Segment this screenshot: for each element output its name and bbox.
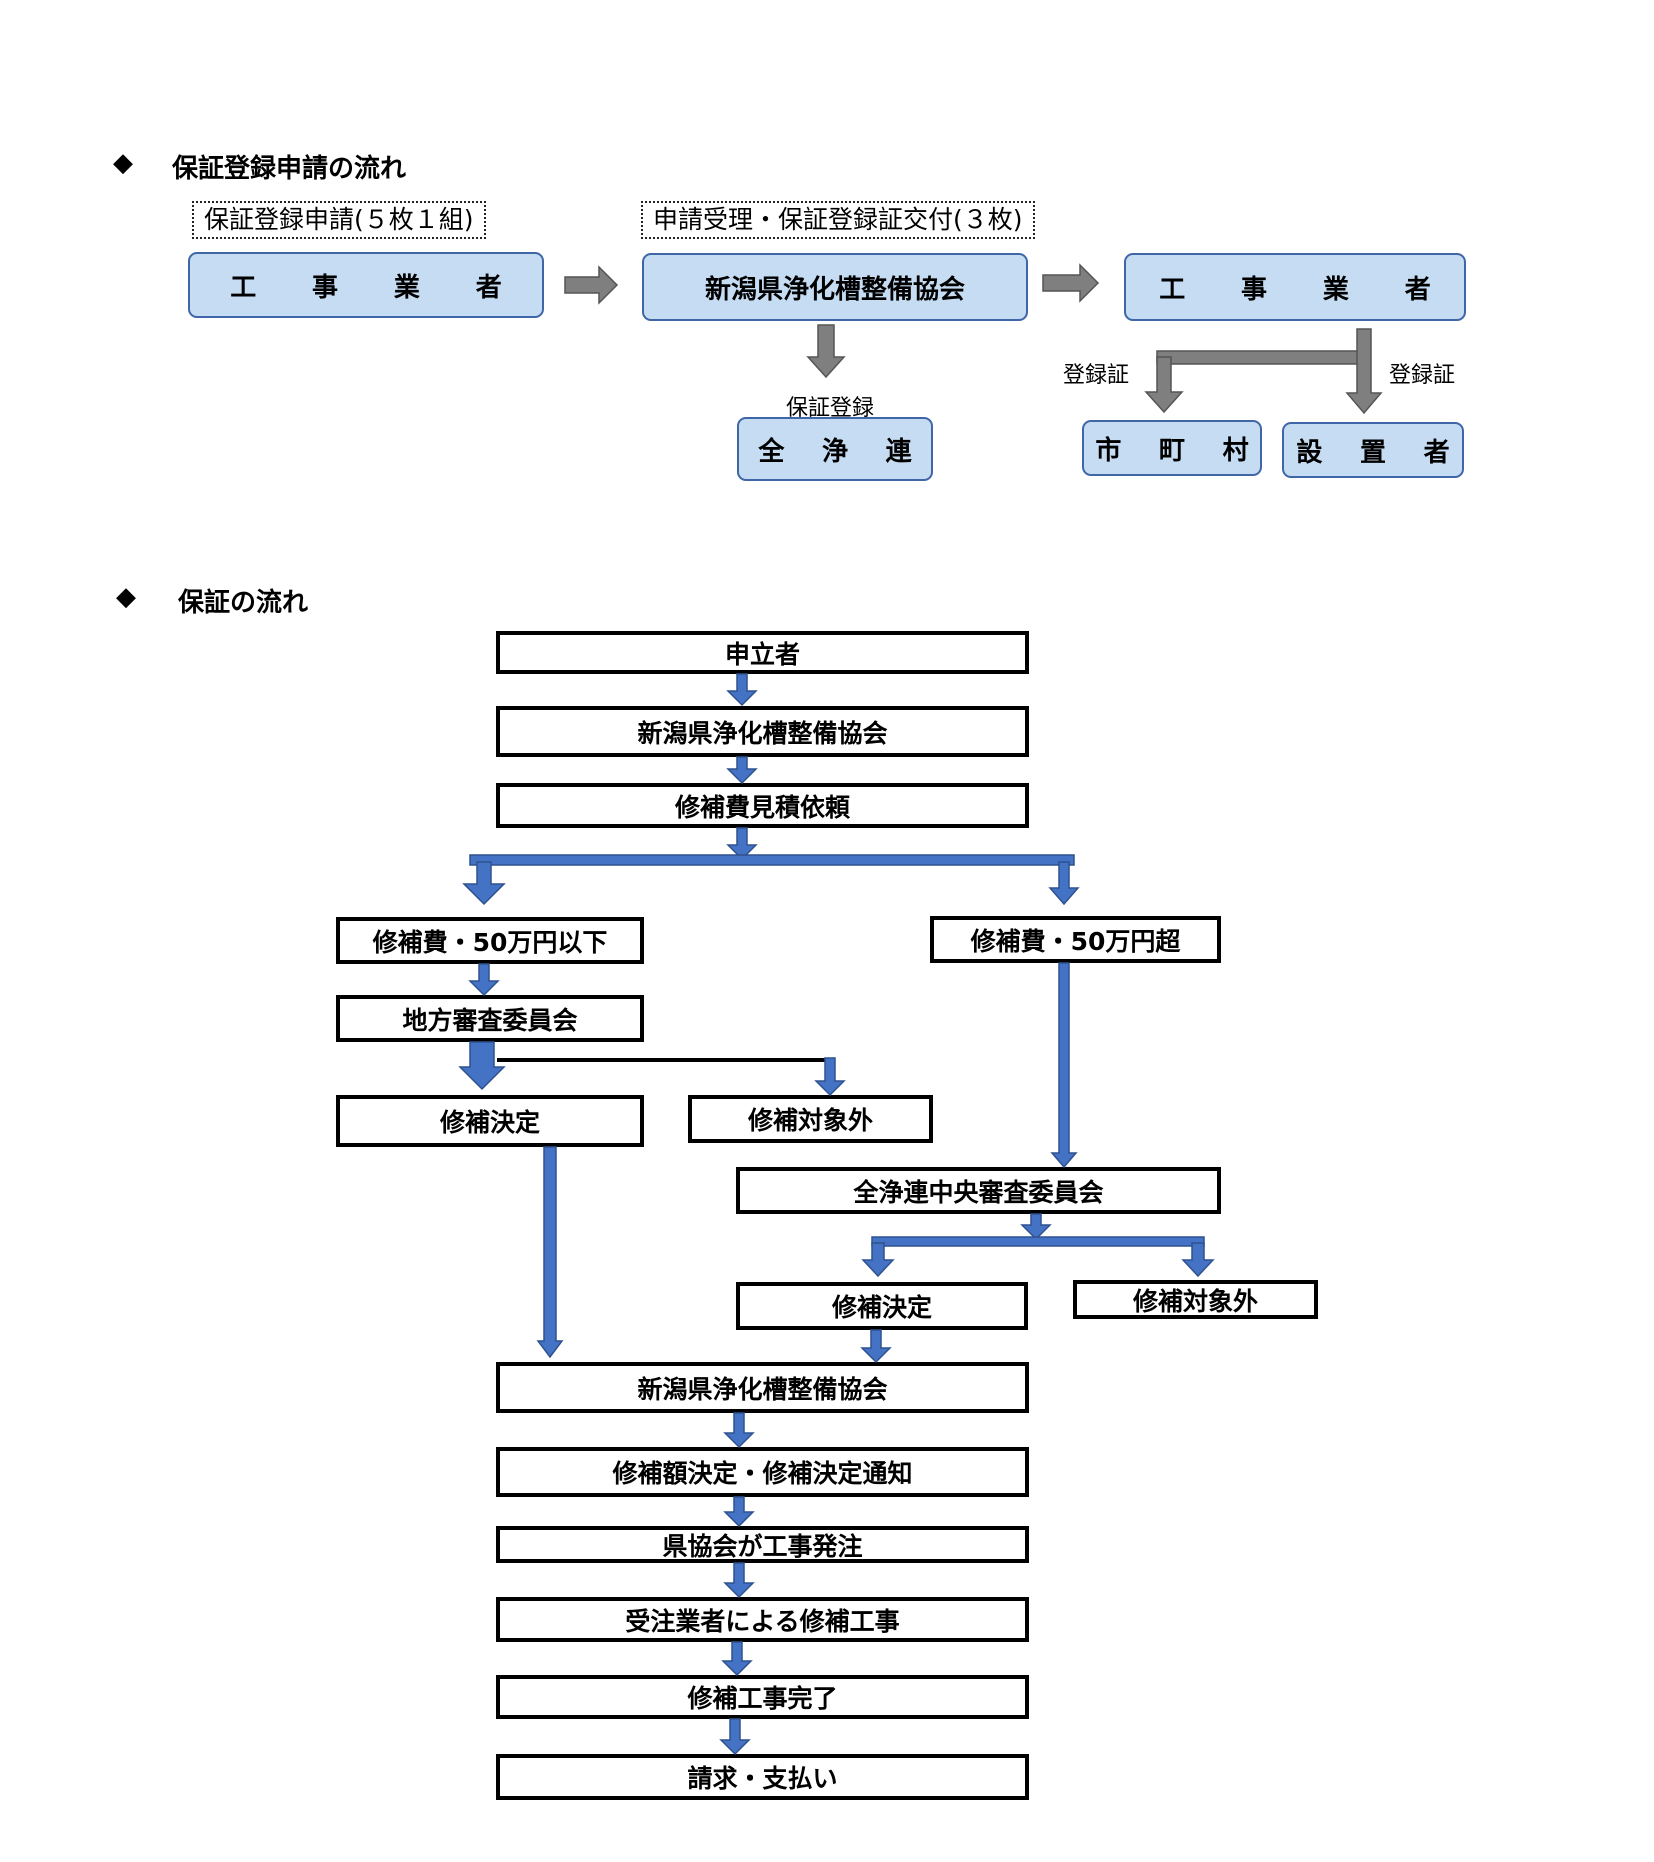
arrow-down-icon xyxy=(468,963,500,997)
arrow-down-icon xyxy=(726,673,758,707)
arrow-down-icon xyxy=(1050,962,1078,1169)
certificate-label-right: 登録証 xyxy=(1389,363,1456,388)
arrow-down-icon xyxy=(1144,356,1184,414)
step-central-repair-decision: 修補決定 xyxy=(736,1282,1028,1330)
zenjoren-box: 全 浄 連 xyxy=(737,417,933,481)
contractor-right-box: 工 事 業 者 xyxy=(1124,253,1466,321)
section2-heading: 保証の流れ xyxy=(178,588,309,618)
step-local-committee: 地方審査委員会 xyxy=(336,995,644,1042)
municipality-box: 市 町 村 xyxy=(1082,420,1262,476)
section1-heading: 保証登録申請の流れ xyxy=(172,154,407,184)
connector-horizontal xyxy=(1156,350,1366,365)
arrow-down-icon xyxy=(723,1412,755,1449)
arrow-down-icon xyxy=(1345,328,1383,415)
step-under-500k: 修補費・50万円以下 xyxy=(336,917,644,964)
connector-horizontal xyxy=(469,854,1075,866)
arrow-down-icon xyxy=(458,1041,506,1091)
step-over-500k: 修補費・50万円超 xyxy=(930,916,1221,963)
step-association-2: 新潟県浄化槽整備協会 xyxy=(496,1362,1029,1413)
step-completion: 修補工事完了 xyxy=(496,1675,1029,1719)
step-estimate-request: 修補費見積依頼 xyxy=(496,783,1029,828)
contractor-left-box: 工 事 業 者 xyxy=(188,252,544,318)
application-label: 保証登録申請(５枚１組) xyxy=(192,201,486,239)
step-local-not-covered: 修補対象外 xyxy=(688,1095,933,1143)
arrow-down-icon xyxy=(806,324,846,379)
arrow-down-icon xyxy=(1048,861,1080,906)
arrow-down-icon xyxy=(721,1641,753,1677)
arrow-down-icon xyxy=(536,1146,564,1359)
installer-box: 設 置 者 xyxy=(1282,422,1464,478)
arrow-right-icon xyxy=(1042,263,1100,303)
step-central-not-covered: 修補対象外 xyxy=(1073,1280,1318,1319)
arrow-down-icon xyxy=(1020,1213,1052,1241)
arrow-down-icon xyxy=(726,756,758,785)
arrow-right-icon xyxy=(564,265,619,305)
receipt-label: 申請受理・保証登録証交付(３枚) xyxy=(641,201,1035,239)
step-billing: 請求・支払い xyxy=(496,1754,1029,1800)
step-repair-work: 受注業者による修補工事 xyxy=(496,1597,1029,1642)
arrow-down-icon xyxy=(814,1057,846,1097)
arrow-down-icon xyxy=(1181,1242,1215,1278)
connector-horizontal xyxy=(871,1236,1205,1247)
step-local-repair-decision: 修補決定 xyxy=(336,1095,644,1147)
step-applicant: 申立者 xyxy=(496,631,1029,674)
step-association-1: 新潟県浄化槽整備協会 xyxy=(496,706,1029,757)
step-amount-decision: 修補額決定・修補決定通知 xyxy=(496,1447,1029,1497)
certificate-label-left: 登録証 xyxy=(1063,363,1130,388)
association-box: 新潟県浄化槽整備協会 xyxy=(642,253,1028,321)
step-central-committee: 全浄連中央審査委員会 xyxy=(736,1167,1221,1214)
arrow-down-icon xyxy=(861,1242,895,1278)
arrow-down-icon xyxy=(462,861,506,906)
arrow-down-icon xyxy=(726,827,758,861)
guarantee-registration-label: 保証登録 xyxy=(786,396,875,421)
diamond-icon: ◆ xyxy=(116,582,136,612)
arrow-down-icon xyxy=(723,1562,755,1599)
arrow-down-icon xyxy=(719,1718,751,1756)
arrow-down-icon xyxy=(723,1496,755,1528)
diamond-icon: ◆ xyxy=(113,148,133,178)
arrow-down-icon xyxy=(860,1329,892,1364)
step-order-placement: 県協会が工事発注 xyxy=(496,1526,1029,1563)
